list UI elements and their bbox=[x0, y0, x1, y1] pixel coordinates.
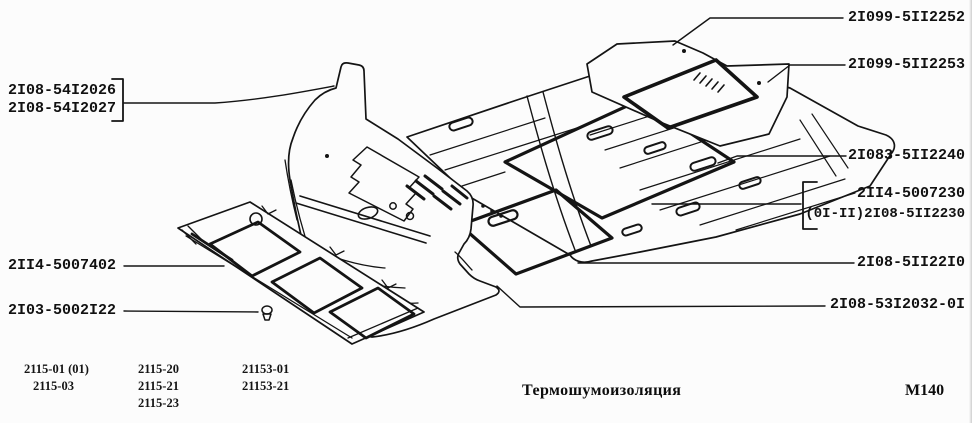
part-label-2108-5112210: 2I08-5II22I0 bbox=[856, 254, 965, 271]
rib-strokes bbox=[405, 174, 469, 211]
hatch-marks bbox=[693, 72, 725, 93]
left-bracket bbox=[111, 78, 124, 122]
part-label-21099-5112252: 2I099-5II2252 bbox=[847, 9, 965, 26]
model-code: 2115-21 bbox=[138, 379, 179, 393]
front-floor-mat-shape bbox=[458, 188, 614, 276]
part-label-2103-5002122: 2I03-5002I22 bbox=[8, 302, 117, 319]
model-code: 2115-01 (01) bbox=[24, 362, 89, 376]
hood-insulation-shape bbox=[177, 201, 425, 345]
sill-strip-lines bbox=[295, 195, 431, 244]
right-bracket bbox=[802, 181, 818, 230]
part-label-2114-5007230: 2II4-5007230 bbox=[856, 185, 965, 202]
sheet-code: M140 bbox=[905, 382, 945, 399]
leader-lines bbox=[111, 17, 855, 313]
page-title: Термошумоизоляция bbox=[522, 382, 682, 399]
part-label-2108-5412026: 2I08-54I2026 bbox=[8, 82, 117, 99]
model-code: 2115-20 bbox=[138, 362, 179, 376]
part-label-2114-5007402: 2II4-5007402 bbox=[8, 257, 117, 274]
part-label-21083-5112240: 2I083-5II2240 bbox=[847, 147, 965, 164]
part-label-2108-5312032-01: 2I08-53I2032-0I bbox=[829, 296, 965, 313]
lattice-ribs bbox=[190, 220, 416, 340]
model-code: 2115-23 bbox=[138, 396, 179, 410]
trunk-mat-shape bbox=[586, 40, 790, 147]
part-label-2108-5412027: 2I08-54I2027 bbox=[8, 100, 117, 117]
part-label-2108-5112230: (0I-II)2I08-5II2230 bbox=[805, 206, 965, 222]
grommet-shape bbox=[261, 305, 273, 321]
part-label-21099-5112253: 2I099-5II2253 bbox=[847, 56, 965, 73]
model-code: 21153-21 bbox=[242, 379, 290, 393]
model-code: 2115-03 bbox=[33, 379, 74, 393]
model-code: 21153-01 bbox=[242, 362, 290, 376]
rear-floor-mat-shape bbox=[503, 98, 736, 220]
